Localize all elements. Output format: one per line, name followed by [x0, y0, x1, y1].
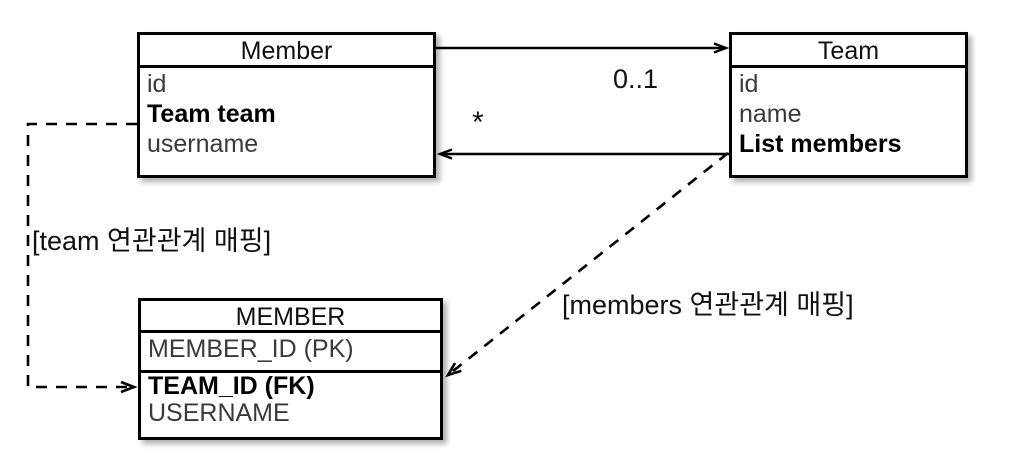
member-table-rows: TEAM_ID (FK) USERNAME	[141, 373, 440, 426]
member-column-username: USERNAME	[148, 399, 290, 427]
note-team-mapping: [team 연관관계 매핑]	[32, 226, 272, 256]
team-attr-name: name	[739, 100, 802, 128]
member-table-box[interactable]: MEMBER MEMBER_ID (PK) TEAM_ID (FK) USERN…	[138, 298, 443, 440]
team-class-title: Team	[732, 35, 965, 68]
member-column-member-id: MEMBER_ID (PK)	[148, 335, 354, 363]
member-attr-username: username	[147, 130, 259, 158]
multiplicity-label-star: *	[472, 106, 484, 139]
member-table-title: MEMBER	[141, 301, 440, 333]
member-table-row-member-id: MEMBER_ID (PK)	[141, 333, 440, 373]
team-class-box[interactable]: Team id name List members	[729, 32, 968, 178]
multiplicity-label-zero-one: 0..1	[613, 64, 659, 94]
note-members-mapping: [members 연관관계 매핑]	[562, 290, 854, 320]
member-attr-team: Team team	[147, 100, 276, 128]
member-class-box[interactable]: Member id Team team username	[137, 32, 436, 178]
member-attr-id: id	[147, 70, 167, 98]
member-column-team-id: TEAM_ID (FK)	[148, 372, 315, 400]
team-class-attributes: id name List members	[732, 68, 965, 157]
member-class-attributes: id Team team username	[140, 68, 433, 157]
member-class-title: Member	[140, 35, 433, 68]
team-attr-members: List members	[739, 130, 902, 158]
team-attr-id: id	[739, 70, 759, 98]
edge-members-mapping	[448, 151, 729, 375]
